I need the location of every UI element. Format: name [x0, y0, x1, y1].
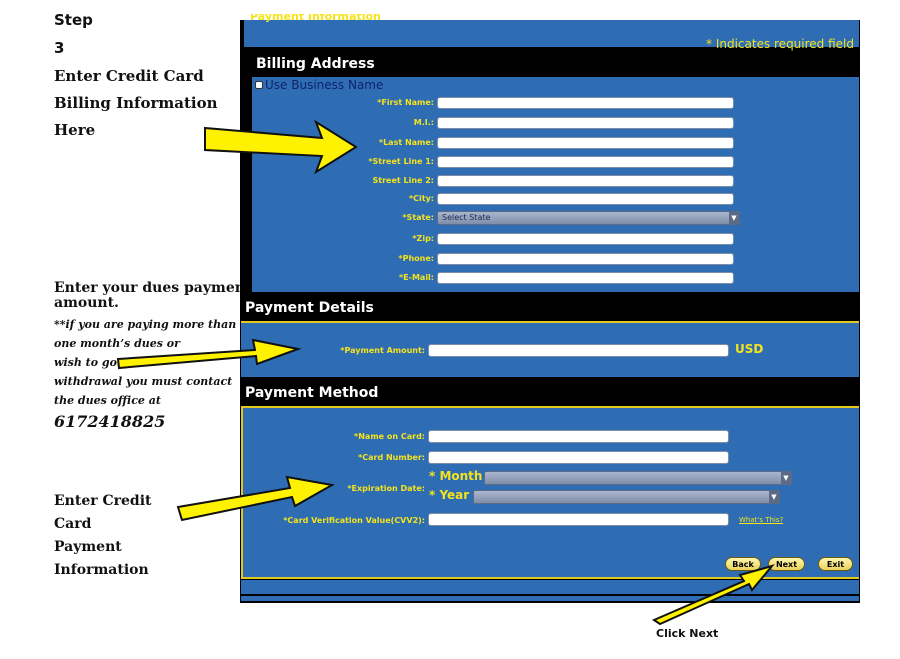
section-divider — [241, 321, 859, 323]
street-line-1-label: *Street Line 1: — [368, 157, 434, 166]
arrow-dues-icon — [116, 338, 302, 370]
street-line-2-input[interactable] — [437, 175, 734, 187]
billing-instruction: Enter Credit Card Billing Information He… — [54, 67, 218, 139]
back-button[interactable]: Back — [725, 557, 761, 571]
dues-instruction: Enter your dues payment amount. — [54, 280, 252, 311]
next-button[interactable]: Next — [768, 557, 805, 571]
year-label: * Year — [429, 488, 470, 502]
city-input[interactable] — [437, 193, 734, 205]
form-footer — [241, 580, 859, 594]
name-on-card-input[interactable] — [428, 430, 729, 443]
month-label: * Month — [429, 469, 483, 483]
card-instruction: Enter Credit Card Payment Information — [54, 493, 152, 578]
street-line-1-input[interactable] — [437, 156, 734, 168]
cvv-input[interactable] — [428, 513, 729, 526]
form-title: Payment Information — [250, 14, 381, 23]
expiration-date-label: *Expiration Date: — [347, 484, 425, 493]
exit-button[interactable]: Exit — [818, 557, 853, 571]
payment-details-header: Payment Details — [241, 296, 859, 321]
email-input[interactable] — [437, 272, 734, 284]
zip-input[interactable] — [437, 233, 734, 245]
expiration-month-select[interactable]: ▼ — [484, 471, 792, 485]
chevron-down-icon: ▼ — [729, 212, 739, 224]
phone-label: *Phone: — [398, 254, 434, 263]
email-label: *E-Mail: — [398, 273, 434, 282]
state-select-value: Select State — [442, 213, 491, 222]
payment-amount-input[interactable] — [428, 344, 729, 357]
expiration-year-select[interactable]: ▼ — [473, 490, 780, 504]
card-number-label: *Card Number: — [358, 453, 425, 462]
card-number-input[interactable] — [428, 451, 729, 464]
cvv-label: *Card Verification Value(CVV2): — [283, 516, 425, 525]
first-name-input[interactable] — [437, 97, 734, 109]
chevron-down-icon: ▼ — [769, 491, 779, 503]
step-number: 3 — [54, 39, 65, 57]
required-note: * Indicates required field — [706, 37, 855, 51]
last-name-input[interactable] — [437, 137, 734, 149]
section-divider — [241, 406, 859, 408]
arrow-next-icon — [651, 564, 775, 626]
last-name-label: *Last Name: — [378, 138, 434, 147]
form-header — [244, 20, 859, 47]
phone-input[interactable] — [437, 253, 734, 265]
city-label: *City: — [408, 194, 434, 203]
footer-divider — [241, 594, 859, 596]
use-business-name-checkbox[interactable] — [255, 81, 263, 89]
whats-this-link[interactable]: What's This? — [739, 516, 784, 524]
state-label: *State: — [402, 213, 434, 222]
payment-method-header: Payment Method — [241, 381, 859, 406]
step-label: Step — [54, 11, 93, 29]
currency-label: USD — [735, 342, 764, 356]
first-name-label: *First Name: — [377, 98, 434, 107]
click-next-caption: Click Next — [656, 627, 719, 640]
state-select[interactable]: Select State ▼ — [437, 211, 740, 225]
use-business-name-label: Use Business Name — [265, 78, 384, 92]
arrow-card-icon — [176, 475, 335, 522]
arrow-billing-icon — [204, 119, 358, 175]
zip-label: *Zip: — [412, 234, 434, 243]
mi-label: M.I.: — [413, 118, 434, 127]
dues-phone: 6172418825 — [54, 412, 166, 431]
name-on-card-label: *Name on Card: — [354, 432, 425, 441]
section-divider — [241, 577, 859, 579]
billing-address-header: Billing Address — [252, 53, 859, 76]
payment-amount-label: *Payment Amount: — [340, 346, 425, 355]
dues-note: **if you are paying more than one month’… — [54, 318, 237, 407]
mi-input[interactable] — [437, 117, 734, 129]
street-line-2-label: Street Line 2: — [372, 176, 434, 185]
section-border — [241, 406, 243, 578]
chevron-down-icon: ▼ — [781, 472, 791, 484]
form-footer-bottom — [241, 596, 859, 601]
